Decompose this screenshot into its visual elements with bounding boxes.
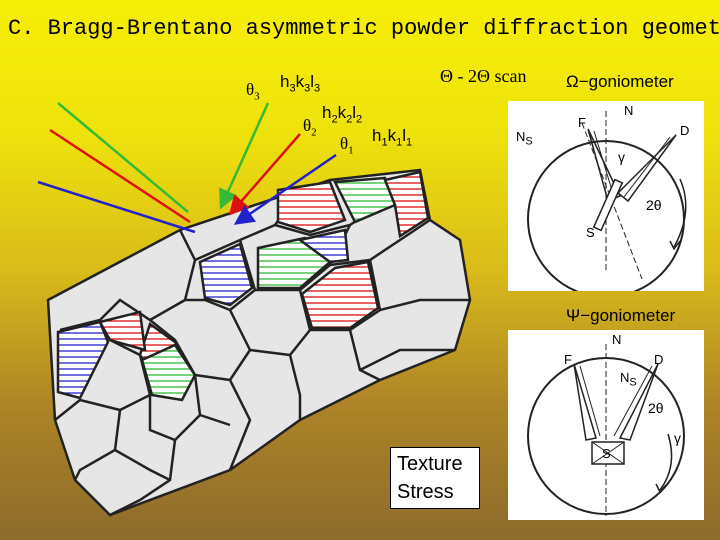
theta1-label: θ1 — [340, 134, 354, 157]
psi-gamma: γ — [674, 430, 681, 446]
omega-D: D — [680, 123, 690, 138]
psi-goniometer-drawing — [527, 344, 685, 516]
psi-N: N — [612, 332, 622, 347]
omega-goniometer-label: Ω−goniometer — [566, 72, 674, 91]
theta2-label: θ2 — [303, 116, 317, 139]
slide-title: C. Bragg-Brentano asymmetric powder diff… — [8, 16, 720, 41]
omega-gamma: γ — [618, 149, 625, 165]
texture-stress-box: Texture Stress — [390, 447, 480, 509]
textbox-line-stress: Stress — [397, 481, 454, 503]
grain-mosaic — [46, 168, 472, 517]
theta3-label: θ3 — [246, 80, 260, 103]
psi-two-theta: 2θ — [648, 400, 664, 416]
omega-S: S — [586, 225, 595, 240]
omega-N: N — [624, 103, 634, 118]
omega-goniometer-panel: F N D NS γ 2θ S — [508, 101, 704, 291]
omega-F: F — [578, 115, 586, 130]
textbox-line-texture: Texture — [397, 453, 463, 475]
hkl2-label: h2k2l2 — [322, 103, 363, 126]
hkl1-label: h1k1l1 — [372, 126, 413, 149]
psi-goniometer-label: Ψ−goniometer — [566, 306, 676, 325]
psi-goniometer-panel: F N D NS 2θ γ S — [508, 330, 704, 520]
omega-two-theta: 2θ — [646, 197, 662, 213]
psi-D: D — [654, 352, 664, 367]
psi-S: S — [602, 446, 611, 461]
omega-goniometer-drawing — [527, 111, 687, 291]
beam-arrows — [37, 102, 337, 234]
hkl3-label: h3k3l3 — [280, 72, 321, 95]
psi-F: F — [564, 352, 572, 367]
scan-label: Θ - 2Θ scan — [440, 66, 527, 86]
psi-Ns: NS — [620, 370, 637, 389]
omega-Ns: NS — [516, 129, 533, 148]
